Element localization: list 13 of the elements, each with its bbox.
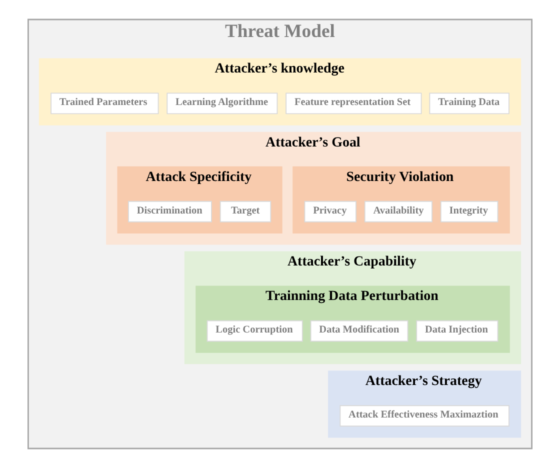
node-box: Trained Parameters — [50, 92, 159, 114]
node-box: Data Modification — [310, 320, 408, 342]
node-box: Integrity — [440, 200, 498, 222]
node-box: Logic Corruption — [206, 320, 303, 342]
node-box: Data Injection — [416, 320, 498, 342]
node-box: Feature representation Set — [286, 92, 422, 114]
node-box: Learning Algorithme — [166, 92, 278, 114]
node-box: Privacy — [304, 200, 356, 222]
node-box: Discrimination — [128, 200, 212, 222]
node-box: Training Data — [429, 92, 510, 114]
node-box: Target — [220, 200, 272, 222]
node-box: Availability — [364, 200, 432, 222]
node-box: Attack Effectiveness Maximaztion — [340, 405, 510, 427]
